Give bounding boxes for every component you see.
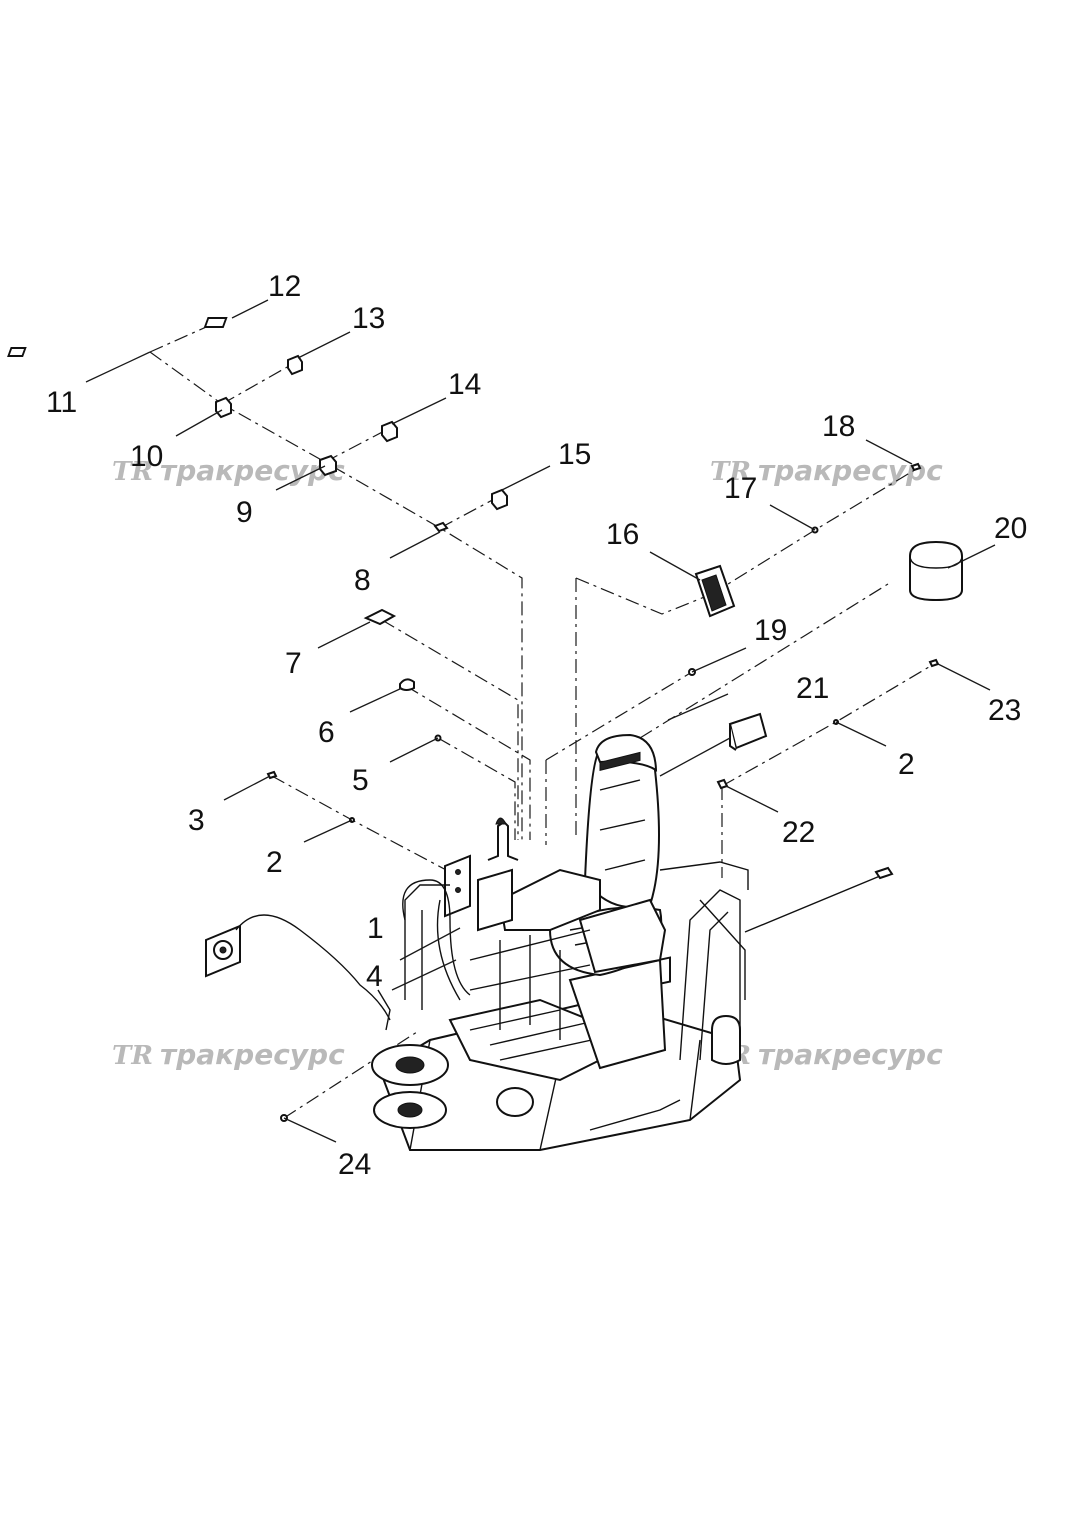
- clip-8: [433, 521, 449, 533]
- callout-9: 9: [236, 496, 253, 529]
- callout-1: 1: [367, 912, 384, 945]
- switch-13: [287, 354, 303, 376]
- callout-12: 12: [268, 270, 301, 303]
- operator-cab-assembly: [205, 733, 894, 1151]
- label-plate: [203, 317, 228, 328]
- monitor-screen: [701, 574, 727, 612]
- callout-4: 4: [366, 960, 383, 993]
- callout-20: 20: [994, 512, 1027, 545]
- callout-18: 18: [822, 410, 855, 443]
- box-21: [728, 712, 768, 750]
- watermark-text: тракресурс: [160, 454, 345, 487]
- screw-18: [910, 462, 922, 472]
- callout-3: 3: [188, 804, 205, 837]
- watermark-top-left: TR тракресурс: [112, 454, 345, 487]
- callout-8: 8: [354, 564, 371, 597]
- callout-13: 13: [352, 302, 385, 335]
- switch-9: [319, 454, 337, 477]
- callout-23: 23: [988, 694, 1021, 727]
- watermark-bottom-left: TR тракресурс: [112, 1038, 345, 1071]
- small-parts: [7, 317, 963, 1122]
- callout-21: 21: [796, 672, 829, 705]
- callout-24: 24: [338, 1148, 371, 1181]
- callout-7: 7: [285, 647, 302, 680]
- watermark-logo: TR: [710, 457, 751, 487]
- callout-17: 17: [724, 472, 757, 505]
- watermark-text: тракресурс: [758, 1038, 943, 1071]
- callout-2-right: 2: [898, 748, 915, 781]
- watermark-logo: TR: [112, 1041, 153, 1071]
- callout-11: 11: [46, 386, 77, 419]
- callout-16: 16: [606, 518, 639, 551]
- switch-15: [491, 488, 508, 511]
- watermark-logo: TR: [112, 457, 153, 487]
- clip-22: [716, 778, 729, 790]
- callout-22: 22: [782, 816, 815, 849]
- cap-6: [399, 678, 415, 691]
- watermark-text: тракресурс: [758, 454, 943, 487]
- switch-10: [215, 396, 232, 419]
- callout-14: 14: [448, 368, 481, 401]
- watermark-bottom-right: TR тракресурс: [710, 1038, 943, 1071]
- callout-19: 19: [754, 614, 787, 647]
- callout-labels: 1 2 2 3 4 5 6 7 8 9 10 11 12 13 14 15 16…: [46, 270, 1027, 1181]
- assembly-lines: [149, 319, 935, 1119]
- plate-7: [363, 608, 397, 626]
- callout-10: 10: [130, 440, 163, 473]
- beacon-20: [909, 540, 963, 602]
- switch-14: [381, 420, 398, 443]
- callout-6: 6: [318, 716, 335, 749]
- leader-lines: [85, 299, 996, 1143]
- watermark-text: тракресурс: [160, 1038, 345, 1071]
- bracket-part: [7, 347, 27, 357]
- callout-2-left: 2: [266, 846, 283, 879]
- watermark-top-right: TR тракресурс: [710, 454, 943, 487]
- callout-5: 5: [352, 764, 369, 797]
- screw-23: [928, 658, 940, 668]
- callout-15: 15: [558, 438, 591, 471]
